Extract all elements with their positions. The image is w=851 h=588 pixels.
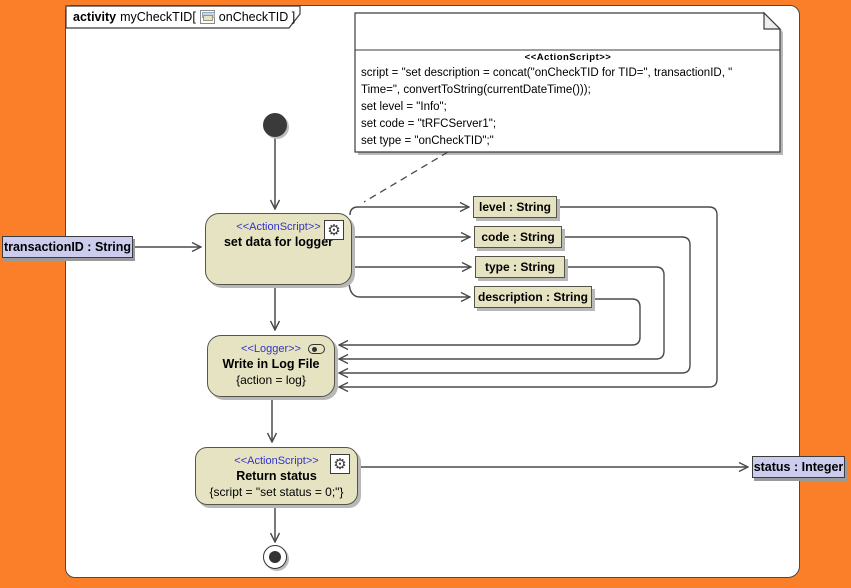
note-anchor-line[interactable] <box>363 151 449 203</box>
note-line: set type = "onCheckTID";" <box>361 135 494 147</box>
object-node-level[interactable]: level : String <box>473 196 557 218</box>
note-stereotype: <<ActionScript>> <box>524 52 612 63</box>
edge-description-to-logger[interactable] <box>339 298 641 345</box>
note-fold <box>763 11 782 30</box>
action-return-status[interactable]: <<ActionScript>> Return status {script =… <box>195 447 358 505</box>
activity-final-node[interactable] <box>263 545 287 569</box>
note-line: script = "set description = concat("onCh… <box>361 67 733 79</box>
action-stereotype: <<ActionScript>> <box>236 221 321 233</box>
note-body[interactable] <box>354 12 781 153</box>
edge-code-to-logger[interactable] <box>339 236 691 373</box>
edge-setdata-to-description[interactable] <box>348 282 470 297</box>
note-line: set level = "Info"; <box>361 101 447 113</box>
edge-type-to-logger[interactable] <box>339 266 665 359</box>
action-name: Write in Log File <box>222 357 320 371</box>
initial-node[interactable] <box>263 113 287 137</box>
action-constraint: {action = log} <box>236 373 306 387</box>
object-node-type[interactable]: type : String <box>475 256 565 278</box>
action-write-in-log-file[interactable]: <<Logger>> Write in Log File {action = l… <box>207 335 335 397</box>
note-line: set code = "tRFCServer1"; <box>361 118 497 130</box>
parameter-transactionid[interactable]: transactionID : String <box>2 236 133 258</box>
frame-behavior: onCheckTID ] <box>218 9 296 24</box>
activity-diagram-icon <box>199 9 215 24</box>
action-name: Return status <box>236 469 317 483</box>
frame-label: activity myCheckTID[ onCheckTID ] <box>73 8 295 25</box>
gear-icon: ⚙ <box>324 220 344 240</box>
gear-glyph: ⚙ <box>327 220 341 239</box>
gear-glyph: ⚙ <box>333 454 347 473</box>
edge-setdata-to-level[interactable] <box>349 207 469 216</box>
final-node-core <box>269 551 281 563</box>
frame-name: myCheckTID[ <box>120 9 196 24</box>
note-content: <<ActionScript>> script = "set descripti… <box>358 52 778 150</box>
edge-level-to-logger[interactable] <box>339 206 718 387</box>
logger-icon <box>308 344 325 354</box>
frame-keyword: activity <box>73 9 117 24</box>
action-stereotype: <<Logger>> <box>241 343 301 355</box>
object-node-code[interactable]: code : String <box>474 226 562 248</box>
action-stereotype: <<ActionScript>> <box>234 455 319 467</box>
action-name: set data for logger <box>223 235 334 249</box>
note-line: Time=", convertToString(currentDateTime(… <box>361 84 591 96</box>
gear-icon: ⚙ <box>330 454 350 474</box>
object-node-description[interactable]: description : String <box>474 286 592 308</box>
frame-label-tab <box>65 5 301 29</box>
action-set-data-for-logger[interactable]: <<ActionScript>> set data for logger ⚙ <box>205 213 352 285</box>
action-constraint: {script = "set status = 0;"} <box>209 485 344 499</box>
parameter-status[interactable]: status : Integer <box>752 456 845 478</box>
